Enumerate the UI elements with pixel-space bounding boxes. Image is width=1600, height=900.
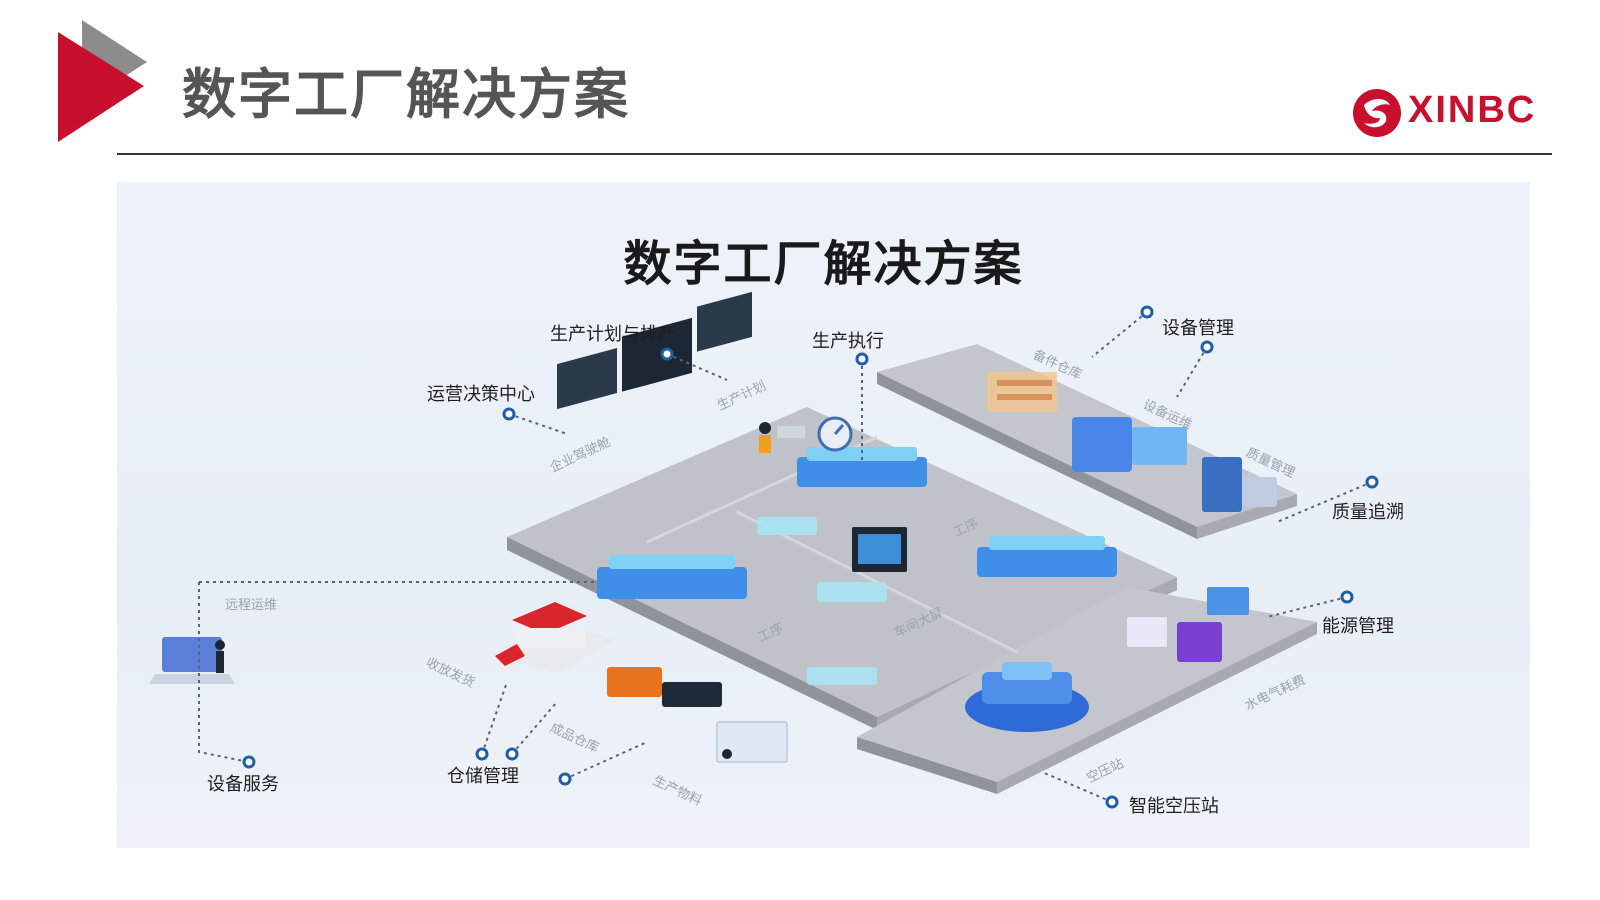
diagram-title: 数字工厂解决方案 (623, 236, 1024, 292)
remote-laptop-icon (149, 637, 235, 684)
materials-screen (716, 721, 788, 763)
label-quality-trace: 质量追溯 (1332, 502, 1404, 523)
label-equipment-mgmt: 设备管理 (1162, 318, 1234, 339)
label-production-plan: 生产计划与排产 (550, 324, 676, 345)
finished-goods-storage (607, 667, 722, 707)
header-divider (117, 153, 1552, 155)
production-line-right (977, 536, 1117, 577)
brand-name: XINBC (1408, 89, 1537, 131)
gauge-icon (817, 416, 853, 452)
main-factory-platform (507, 407, 1177, 717)
diagram-panel: 数字工厂解决方案 (117, 182, 1530, 848)
spare-parts-shelves (987, 372, 1057, 412)
equipment-platform-edge (877, 372, 1197, 539)
equipment-ops-machine (1072, 417, 1187, 472)
ops-screens (557, 291, 752, 410)
slide-title: 数字工厂解决方案 (182, 63, 630, 126)
label-equipment-service: 设备服务 (207, 774, 279, 795)
factory-isometric-diagram (149, 291, 1379, 809)
production-line-upper (797, 447, 927, 487)
label-ops-center: 运营决策中心 (427, 384, 535, 405)
energy-platform-edge (857, 737, 997, 794)
label-production-exec: 生产执行 (812, 331, 884, 352)
production-line-left (597, 555, 747, 599)
xinbc-emblem-icon (1353, 89, 1401, 137)
brand-logo: XINBC (1350, 85, 1560, 145)
air-compressor-station (965, 662, 1089, 732)
operator-icon (759, 422, 805, 453)
energy-platform-edge-right (997, 622, 1317, 794)
sublabel-remote-ops: 远程运维 (225, 598, 278, 613)
workshop-screen (852, 527, 907, 572)
label-energy-mgmt: 能源管理 (1322, 616, 1394, 637)
slide-arrow-icon (58, 20, 147, 142)
label-smart-air-station: 智能空压站 (1129, 796, 1219, 817)
conveyor-units (757, 517, 887, 685)
label-warehouse-mgmt: 仓储管理 (447, 766, 519, 787)
quality-mgmt-machine (1202, 457, 1277, 512)
connector-lines (198, 311, 1373, 803)
energy-block (1127, 587, 1249, 662)
warehouse-building (495, 602, 587, 666)
connector-nodes (242, 305, 1379, 809)
